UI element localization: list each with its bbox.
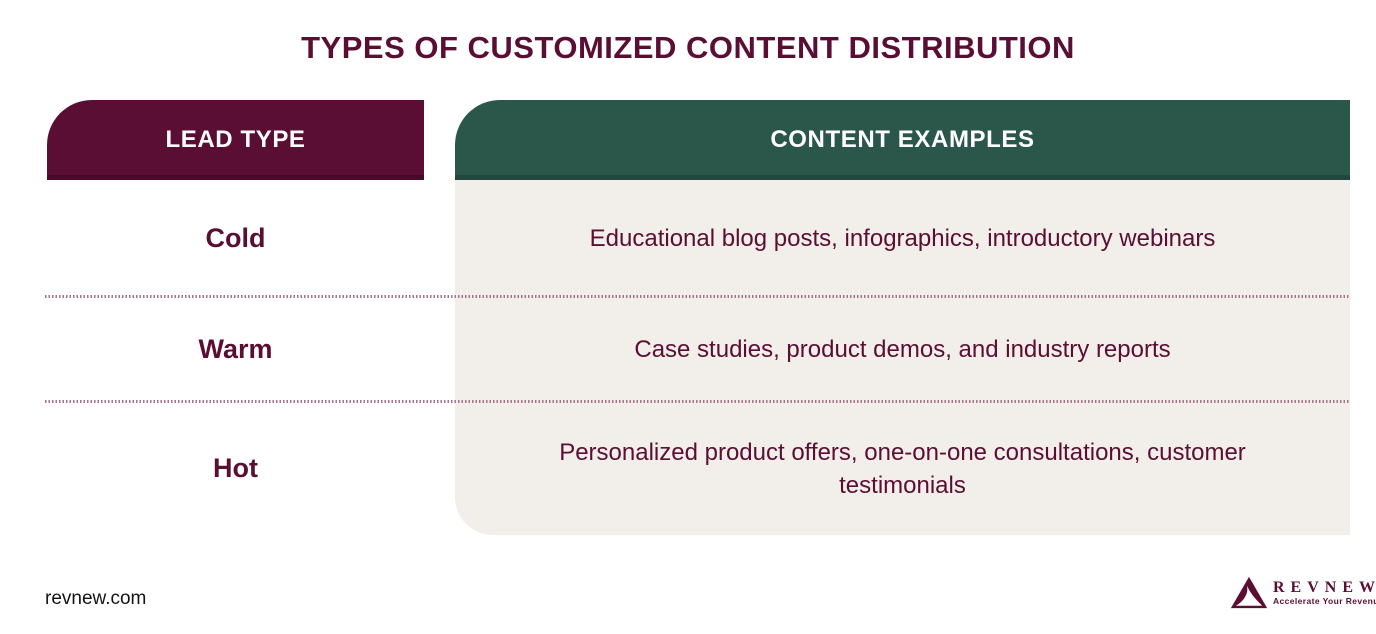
row-separator [45, 295, 1350, 298]
content-column-background [455, 180, 1350, 535]
lead-type-header-label: LEAD TYPE [165, 126, 306, 153]
content-text: Case studies, product demos, and industr… [634, 336, 1171, 363]
content-cell-hot: Personalized product offers, one-on-one … [455, 402, 1350, 535]
content-cell-cold: Educational blog posts, infographics, in… [455, 180, 1350, 297]
website-url: revnew.com [45, 588, 147, 609]
row-separator [45, 400, 1350, 403]
content-cell-warm: Case studies, product demos, and industr… [455, 297, 1350, 402]
revnew-logo: REVNEW Accelerate Your Revenue [1230, 576, 1376, 609]
logo-wordmark: REVNEW [1273, 579, 1376, 596]
lead-label: Hot [213, 453, 258, 483]
table-header-content-examples: CONTENT EXAMPLES [455, 100, 1350, 180]
page-title: TYPES OF CUSTOMIZED CONTENT DISTRIBUTION [301, 30, 1075, 65]
logo-text-block: REVNEW Accelerate Your Revenue [1273, 579, 1376, 606]
logo-tagline: Accelerate Your Revenue [1273, 596, 1376, 606]
table-header-lead-type: LEAD TYPE [47, 100, 424, 180]
lead-cell-cold: Cold [47, 180, 424, 297]
content-examples-header-label: CONTENT EXAMPLES [770, 126, 1035, 153]
logo-triangle-wave-icon [1230, 576, 1268, 609]
lead-cell-hot: Hot [47, 402, 424, 535]
lead-label: Cold [205, 223, 266, 253]
lead-cell-warm: Warm [47, 297, 424, 402]
content-text: Personalized product offers, one-on-one … [559, 438, 1246, 499]
content-text: Educational blog posts, infographics, in… [589, 225, 1216, 252]
lead-label: Warm [198, 334, 273, 364]
